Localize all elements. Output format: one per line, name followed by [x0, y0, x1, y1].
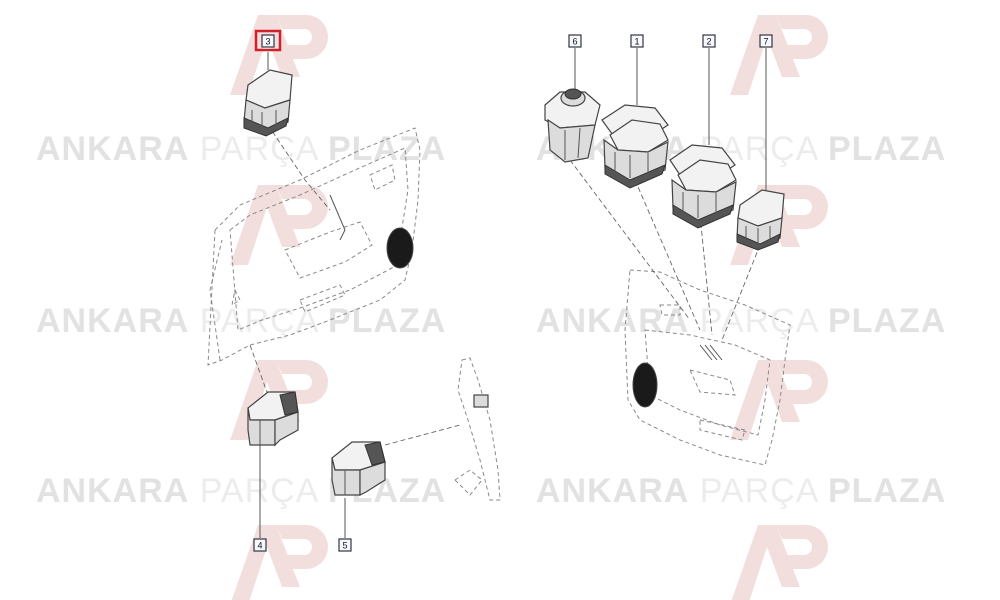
callout-label: 3	[265, 37, 270, 47]
switch-part-2[interactable]	[669, 144, 737, 229]
mirror-knob-part-6[interactable]	[544, 88, 601, 163]
callout-5[interactable]: 5	[338, 538, 352, 552]
callout-3[interactable]: 3	[254, 29, 282, 52]
watermark-row-2-right: ANKARA PARÇA PLAZA	[536, 302, 946, 340]
callout-label: 7	[763, 37, 768, 47]
callout-4[interactable]: 4	[253, 538, 267, 552]
left-speaker	[386, 227, 414, 269]
callout-highlight	[254, 29, 282, 52]
watermark-text: ANKARA PARÇA PLAZA ANKARA PARÇA PLAZA AN…	[36, 130, 946, 510]
switch-part-5[interactable]	[331, 441, 386, 496]
callout-label: 6	[572, 37, 577, 47]
watermark-row-2-left: ANKARA PARÇA PLAZA	[36, 302, 446, 340]
leader-lines	[249, 48, 767, 538]
switch-part-4[interactable]	[247, 391, 299, 447]
right-door-panel	[624, 269, 791, 466]
callout-label: 5	[342, 541, 347, 551]
callout-7[interactable]: 7	[759, 34, 773, 48]
callout-1[interactable]: 1	[630, 34, 644, 48]
callout-label: 2	[706, 37, 711, 47]
watermark-row-3-right: ANKARA PARÇA PLAZA	[536, 472, 946, 510]
watermark-row-1-left: ANKARA PARÇA PLAZA	[36, 130, 446, 168]
switch-part-1[interactable]	[601, 104, 669, 189]
pillar-switch-mount	[473, 394, 489, 408]
right-speaker	[632, 362, 658, 408]
callout-label: 1	[634, 37, 639, 47]
callout-6[interactable]: 6	[568, 34, 582, 48]
switch-part-3[interactable]	[243, 69, 293, 137]
callout-2[interactable]: 2	[702, 34, 716, 48]
left-door-panel	[207, 127, 421, 366]
watermark-row-1-right: ANKARA PARÇA PLAZA	[536, 130, 946, 168]
b-pillar	[454, 357, 501, 501]
switch-part-7[interactable]	[736, 189, 785, 251]
callout-label: 4	[257, 541, 262, 551]
